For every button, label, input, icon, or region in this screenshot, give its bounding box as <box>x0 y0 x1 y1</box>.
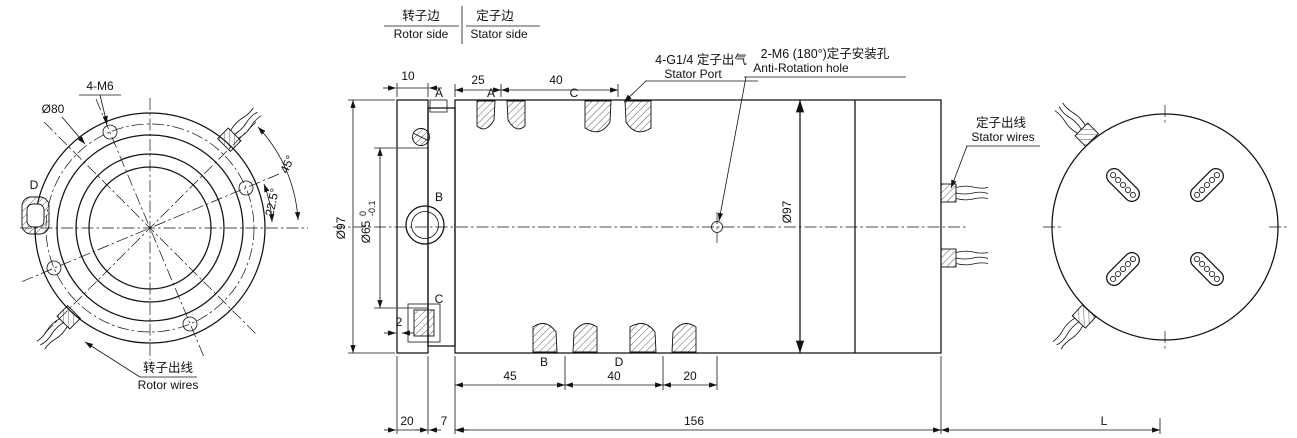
stator-wires-label-cn: 定子出线 <box>976 115 1027 130</box>
anti-rotation-label-cn: 2-M6 (180°)定子安装孔 <box>761 46 890 61</box>
label-c-stator: C <box>570 86 579 100</box>
section-view: A B C A C B D 10 25 40 2 45 <box>333 46 1161 434</box>
label-c-rotor: C <box>435 292 444 306</box>
rotor-wires-label-en: Rotor wires <box>138 378 199 392</box>
bore-outer-circle <box>75 153 225 303</box>
label-b-rotor: B <box>435 190 443 204</box>
stator-wires-label-en: Stator wires <box>971 130 1034 144</box>
wire-slot-top-left <box>1106 168 1140 202</box>
label-b-stator: B <box>540 355 548 369</box>
end-view-center-ticks <box>1043 105 1287 349</box>
dim-L: L <box>1101 414 1108 428</box>
stator-wire-bundle-bottom <box>940 248 989 268</box>
dim-45: 45 <box>503 369 517 383</box>
stator-port-b-section <box>532 323 598 353</box>
label-a-rotor: A <box>435 86 443 100</box>
angle-45-arc <box>257 126 301 221</box>
stator-side-label-cn: 定子边 <box>476 8 514 23</box>
wire-slot-top-right <box>1190 168 1224 202</box>
stator-side-label-en: Stator side <box>470 27 528 41</box>
port-d-slot <box>21 196 50 235</box>
stator-outer-circle <box>1051 113 1279 341</box>
dim-7: 7 <box>441 414 448 428</box>
bolt-circle-dia-label: Ø80 <box>42 102 65 116</box>
label-d-stator: D <box>615 355 624 369</box>
rotor-wires-label-cn: 转子出线 <box>143 360 194 375</box>
dim-40-bottom: 40 <box>607 369 621 383</box>
spacer-top-detail <box>429 99 448 113</box>
stator-body <box>454 99 942 354</box>
dim-25: 25 <box>471 73 485 87</box>
mounting-holes <box>46 124 254 332</box>
stator-end-wire-bundle-top <box>1051 99 1099 147</box>
rotor-side-label-en: Rotor side <box>394 27 449 41</box>
end-view <box>1043 99 1287 352</box>
port-d-label: D <box>30 178 39 192</box>
stator-port-a-section <box>476 100 526 130</box>
anti-rotation-label-en: Anti-Rotation hole <box>753 61 849 75</box>
dim-20-base: 20 <box>400 414 414 428</box>
wire-slot-bottom-left <box>1106 252 1140 286</box>
bore-tol-upper: 0 <box>358 211 368 216</box>
wire-slot-bottom-right <box>1190 252 1224 286</box>
dim-10: 10 <box>401 69 415 83</box>
stator-port-c-section <box>584 100 652 133</box>
bolt-circle <box>45 123 255 333</box>
label-a-stator: A <box>487 86 495 100</box>
bore-dia-label: Ø65 <box>359 220 373 243</box>
stator-port-label-cn: 4-G1/4 定子出气 <box>655 52 747 67</box>
flange-face-circle <box>56 134 244 322</box>
bore-tol-lower: -0.1 <box>367 200 377 216</box>
flange-bottom-detail <box>407 303 441 343</box>
hole-b-section-outer <box>405 205 445 245</box>
dia-97-right-label: Ø97 <box>780 200 794 223</box>
header-legend: 转子边 Rotor side 定子边 Stator side <box>384 6 540 44</box>
dim-20-hole: 20 <box>683 369 697 383</box>
dia-97-left-label: Ø97 <box>334 216 348 239</box>
angle-225-arc <box>263 183 275 223</box>
dim-2: 2 <box>396 315 403 329</box>
rotor-wire-bundle-top <box>217 104 265 152</box>
bore-inner-circle <box>88 166 212 290</box>
stator-end-wire-bundle-bottom <box>1049 304 1097 352</box>
dim-156: 156 <box>684 414 704 428</box>
stator-wire-bundle-top <box>940 183 989 203</box>
hole-b-section-inner <box>411 211 439 239</box>
dim-40-top: 40 <box>549 73 563 87</box>
bolt-spec-label: 4-M6 <box>86 79 114 93</box>
rotor-side-label-cn: 转子边 <box>402 8 440 23</box>
angle-225-label: 22.5° <box>262 187 282 218</box>
stator-port-d-section <box>629 323 697 353</box>
stator-port-label-en: Stator Port <box>664 67 722 81</box>
angle-45-label: 45° <box>277 153 297 175</box>
rotor-wire-bundle-bottom <box>33 305 81 353</box>
flange-bottom-detail-hatch <box>413 309 435 337</box>
front-view: 45° 22.5° 4-M6 Ø80 D 转子出线 Rotor wires <box>20 79 308 392</box>
